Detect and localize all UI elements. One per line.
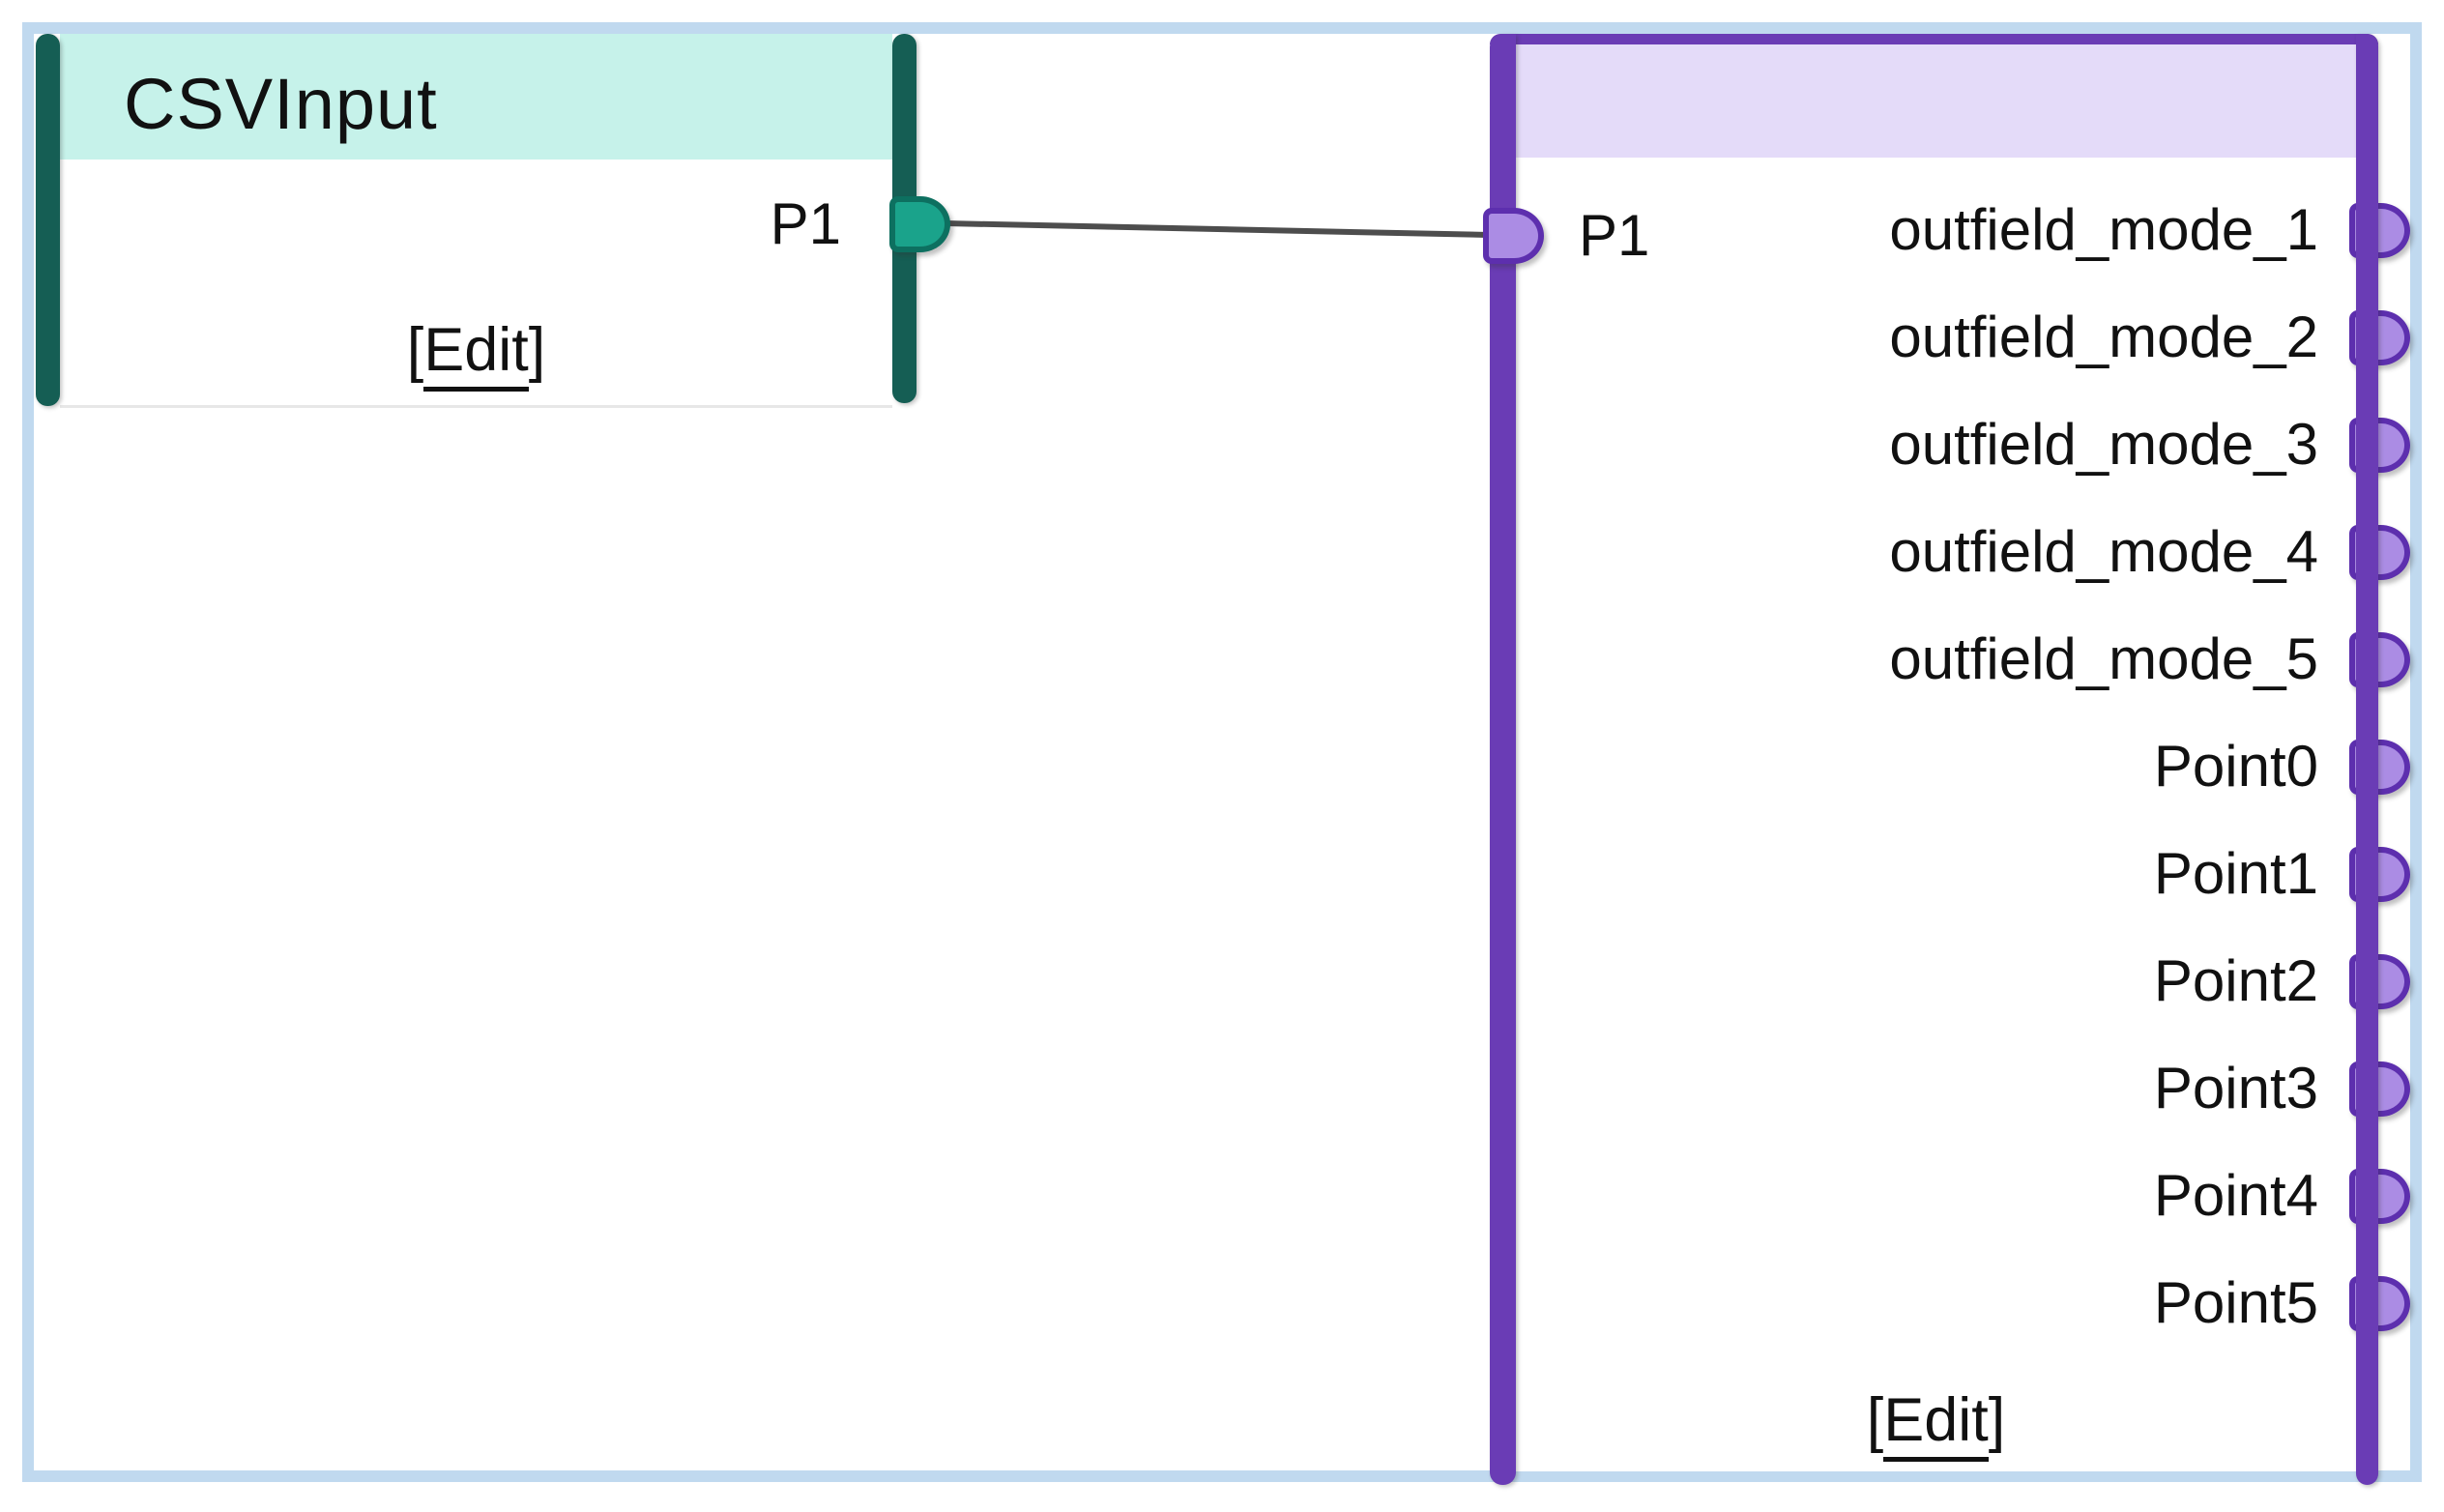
node-purple-body bbox=[1516, 158, 2356, 1471]
edit-text: Edit bbox=[1883, 1386, 1989, 1462]
output-port-label: outfield_mode_3 bbox=[1889, 412, 2318, 477]
edit-bracket-close: ] bbox=[1988, 1386, 2006, 1454]
node-csvinput-body bbox=[60, 160, 892, 408]
edit-text: Edit bbox=[423, 316, 529, 392]
node-csvinput-title: CSVInput bbox=[124, 64, 438, 144]
edit-bracket-open: [ bbox=[406, 316, 424, 384]
csvinput-output-port-p1[interactable] bbox=[889, 196, 950, 252]
node-purple-header[interactable] bbox=[1516, 39, 2356, 158]
csvinput-output-port-label: P1 bbox=[770, 191, 841, 256]
output-port-label: outfield_mode_5 bbox=[1889, 626, 2318, 691]
output-row: Point1 bbox=[1516, 821, 2410, 927]
purple-input-port-label: P1 bbox=[1579, 203, 1650, 268]
output-port-label: Point0 bbox=[2153, 734, 2318, 799]
edit-bracket-open: [ bbox=[1866, 1386, 1884, 1454]
output-row: outfield_mode_3 bbox=[1516, 392, 2410, 498]
output-row: Point4 bbox=[1516, 1143, 2410, 1249]
output-row: outfield_mode_5 bbox=[1516, 606, 2410, 712]
purple-edit-link[interactable]: [Edit] bbox=[1516, 1384, 2356, 1462]
output-port-label: Point1 bbox=[2153, 841, 2318, 906]
output-row: outfield_mode_1 bbox=[1516, 177, 2410, 283]
output-port-label: outfield_mode_1 bbox=[1889, 197, 2318, 262]
output-port-label: Point4 bbox=[2153, 1163, 2318, 1228]
output-port-label: outfield_mode_4 bbox=[1889, 519, 2318, 584]
output-row: Point0 bbox=[1516, 713, 2410, 820]
output-port-label: Point5 bbox=[2153, 1270, 2318, 1335]
node-purple-top-border bbox=[1490, 34, 2378, 44]
output-port-label: Point3 bbox=[2153, 1056, 2318, 1120]
output-row: outfield_mode_2 bbox=[1516, 284, 2410, 391]
purple-left-bar bbox=[1490, 34, 1516, 1485]
purple-right-bar bbox=[2356, 34, 2378, 1485]
output-row: Point2 bbox=[1516, 928, 2410, 1034]
output-row: outfield_mode_4 bbox=[1516, 499, 2410, 605]
output-row: Point5 bbox=[1516, 1250, 2410, 1356]
edit-bracket-close: ] bbox=[528, 316, 546, 384]
node-csvinput-header[interactable] bbox=[60, 34, 892, 160]
csvinput-left-bar bbox=[36, 34, 60, 406]
output-port-label: Point2 bbox=[2153, 948, 2318, 1013]
output-port-label: outfield_mode_2 bbox=[1889, 305, 2318, 369]
output-row: Point3 bbox=[1516, 1035, 2410, 1142]
csvinput-edit-link[interactable]: [Edit] bbox=[60, 314, 892, 392]
purple-input-port-p1[interactable] bbox=[1483, 208, 1544, 264]
